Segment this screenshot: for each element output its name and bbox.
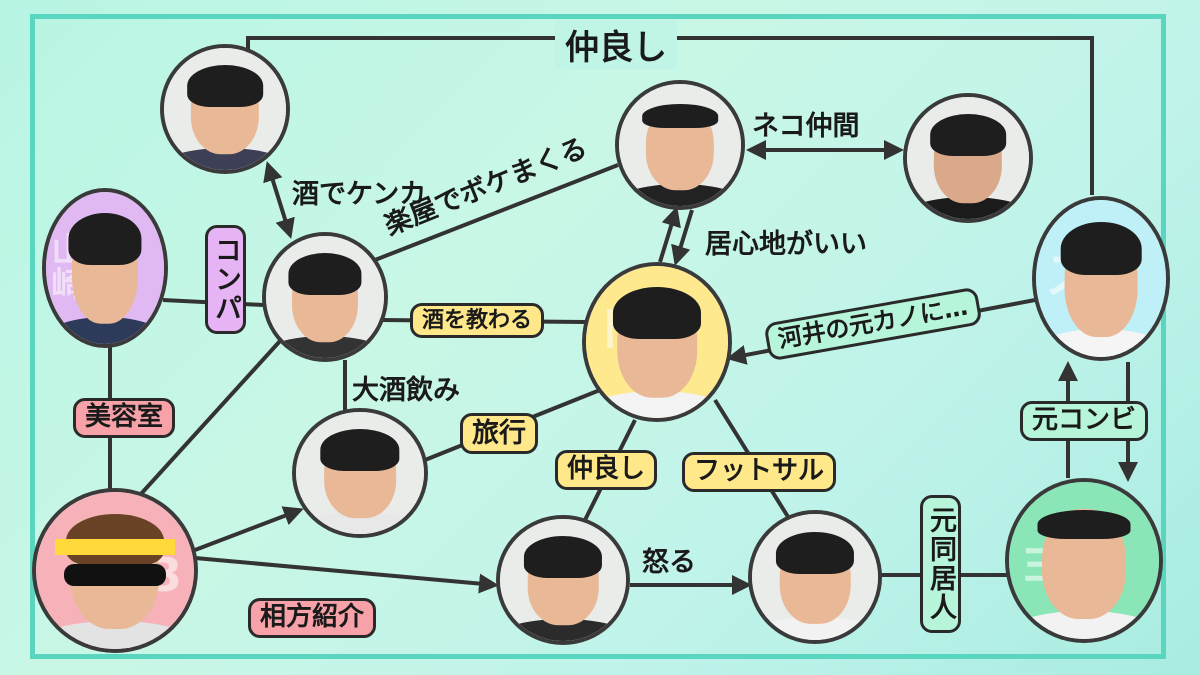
person-center-left[interactable] xyxy=(262,232,388,362)
person-bottom-left[interactable]: 3 xyxy=(32,488,198,653)
label-futsal: フットサル xyxy=(682,452,837,492)
label-nakayoshi-top: 仲良し xyxy=(555,20,677,69)
person-top-right[interactable] xyxy=(903,93,1033,223)
line-bl-to-cl xyxy=(138,328,292,497)
line-igokochi-down xyxy=(671,209,694,266)
line-sake-kenka xyxy=(263,161,295,239)
label-okoru: 怒る xyxy=(642,547,696,578)
label-sake-osowaru: 酒を教わる xyxy=(410,303,545,339)
label-sake-de-kenka: 酒でケンカ xyxy=(292,179,427,210)
label-moto-doukyonin: 元同居人 xyxy=(920,495,962,633)
label-nakayoshi-mid: 仲良し xyxy=(555,450,658,490)
person-center[interactable]: ド xyxy=(582,262,732,422)
label-oozake: 大酒飲み xyxy=(352,375,460,406)
label-moto-konbi: 元コンビ xyxy=(1020,401,1149,441)
label-konpa: コンパ xyxy=(205,225,247,334)
person-left-purple[interactable]: 山崎 xyxy=(42,188,168,348)
line-bl-to-mid xyxy=(194,506,304,552)
line-gakuya xyxy=(374,163,619,262)
label-ryokou: 旅行 xyxy=(460,413,538,455)
person-top-left[interactable] xyxy=(160,44,290,174)
person-bottom-right[interactable]: ヨ xyxy=(1005,478,1163,643)
label-igokochi: 居心地がいい xyxy=(705,229,867,260)
sunglasses-icon xyxy=(64,564,166,587)
person-mid-left[interactable] xyxy=(292,408,428,538)
line-igokochi-up xyxy=(658,206,681,263)
line-aikata xyxy=(194,556,499,594)
person-bottom-mid-right[interactable] xyxy=(748,510,882,644)
label-biyoushitsu: 美容室 xyxy=(73,398,176,438)
label-neko-nakama: ネコ仲間 xyxy=(752,111,860,142)
person-right-blue[interactable]: ズ xyxy=(1032,196,1170,361)
person-top-center[interactable] xyxy=(615,80,745,210)
label-aikata-shoukai: 相方紹介 xyxy=(248,598,377,638)
person-bottom-center[interactable] xyxy=(496,515,630,645)
